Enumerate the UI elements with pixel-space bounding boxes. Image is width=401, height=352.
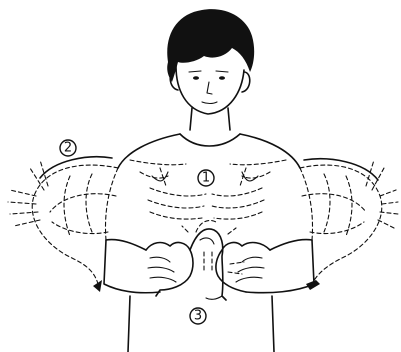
right-fingers-dashed (366, 160, 398, 228)
step-marker-2: 2 (60, 140, 76, 156)
step-marker-3: 3 (190, 308, 206, 324)
left-fingers-dashed (8, 160, 48, 226)
step-marker-1-label: 1 (202, 171, 210, 186)
right-forearm (246, 240, 314, 293)
left-forearm (104, 240, 160, 293)
step-marker-2-label: 2 (64, 141, 72, 156)
arrow-left-circle (40, 157, 112, 178)
step-marker-3-label: 3 (194, 309, 202, 324)
right-brow (216, 71, 228, 72)
torso (118, 134, 300, 352)
hair (167, 9, 254, 82)
step-marker-1: 1 (198, 170, 214, 186)
collar (180, 134, 240, 146)
arrow-right-circle (304, 159, 378, 180)
centre-hand (190, 229, 226, 300)
mouth (202, 102, 217, 104)
person-head (167, 9, 254, 114)
right-eye (219, 76, 225, 80)
clasped-hands (104, 220, 314, 300)
left-brow (189, 71, 201, 72)
face-outline (176, 66, 244, 114)
nose (207, 82, 212, 94)
left-eye (193, 76, 199, 80)
